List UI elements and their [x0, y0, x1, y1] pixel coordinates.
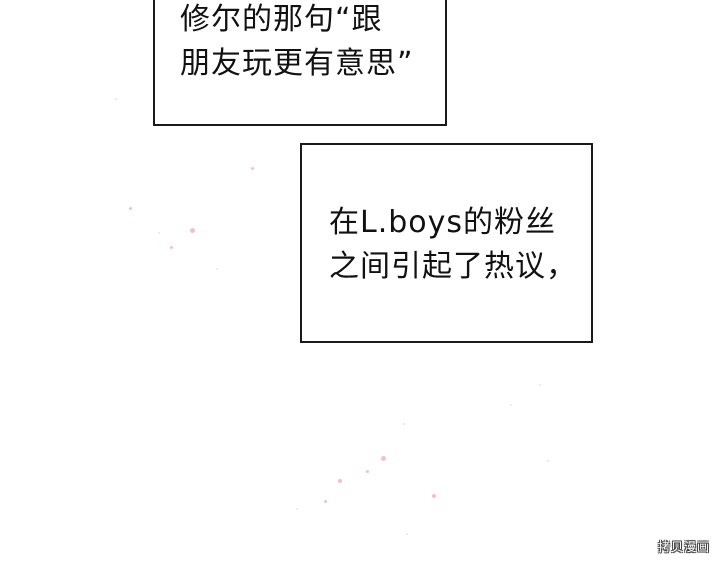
decorative-speck — [510, 404, 512, 406]
decorative-speck — [251, 167, 254, 170]
decorative-speck — [381, 456, 386, 461]
decorative-speck — [115, 98, 117, 100]
caption-line: 之间引起了热议， — [329, 249, 577, 284]
decorative-speck — [539, 384, 541, 386]
decorative-speck — [216, 268, 218, 270]
decorative-speck — [366, 470, 369, 473]
decorative-speck — [170, 246, 173, 249]
caption-box-top: 修尔的那句“跟 朋友玩更有意思” — [153, 0, 447, 126]
decorative-speck — [547, 460, 549, 462]
caption-line: 朋友玩更有意思” — [180, 46, 414, 81]
decorative-speck — [338, 479, 342, 483]
decorative-speck — [403, 423, 405, 425]
decorative-speck — [296, 508, 298, 510]
decorative-speck — [158, 232, 160, 234]
decorative-speck — [324, 500, 327, 503]
decorative-speck — [190, 228, 195, 233]
decorative-speck — [406, 533, 408, 535]
caption-line: 修尔的那句“跟 — [180, 2, 383, 37]
caption-box-bottom: 在L.boys的粉丝 之间引起了热议， — [300, 143, 593, 343]
caption-line: 在L.boys的粉丝 — [329, 205, 557, 240]
watermark: 拷贝漫画 — [657, 540, 710, 554]
decorative-speck — [129, 207, 132, 210]
decorative-speck — [432, 494, 436, 498]
